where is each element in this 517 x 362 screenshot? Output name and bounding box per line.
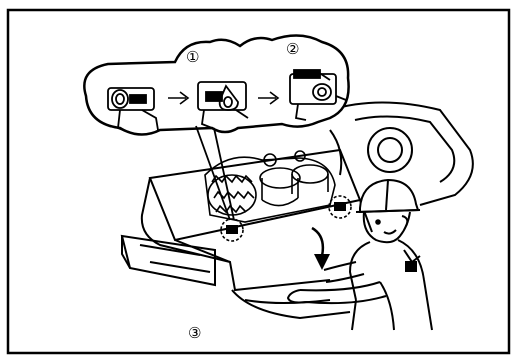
lift-down-arrow [312,228,330,270]
engine-assembly [205,151,335,222]
callout-bubble [84,35,348,220]
step-marker-1: ① [186,48,199,66]
step-marker-3: ③ [188,324,201,342]
fastener-bolt-right [334,202,346,211]
side-drawer [122,236,215,285]
fastener-bolt-left [226,225,238,234]
step-marker-2: ② [286,40,299,58]
worker-figure [288,180,432,330]
